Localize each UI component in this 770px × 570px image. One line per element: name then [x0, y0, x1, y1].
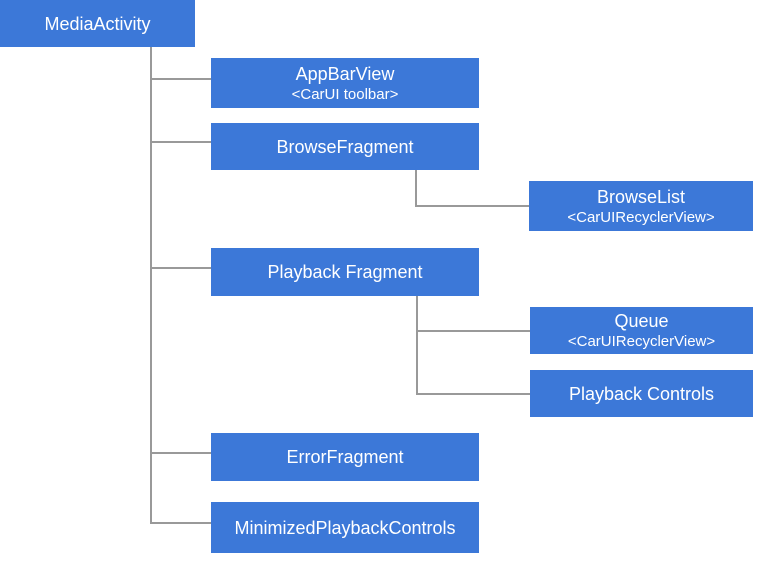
node-browse-fragment-label: BrowseFragment: [276, 136, 414, 157]
node-error-fragment-label: ErrorFragment: [286, 447, 404, 467]
node-playback-fragment: Playback Fragment: [211, 248, 479, 296]
node-error-fragment: ErrorFragment: [211, 433, 479, 481]
node-browse-list-label: BrowseList: [596, 186, 686, 207]
node-queue-label: Queue: [614, 311, 669, 331]
node-playback-fragment-label: Playback Fragment: [267, 262, 423, 282]
node-queue-sublabel: <CarUIRecyclerView>: [567, 333, 716, 350]
node-browse-fragment: BrowseFragment: [211, 123, 479, 170]
node-media-activity-label: MediaActivity: [44, 13, 151, 34]
node-queue: Queue <CarUIRecyclerView>: [530, 307, 753, 354]
node-minimized-playback-controls: MinimizedPlaybackControls: [211, 502, 479, 553]
node-playback-controls: Playback Controls: [530, 370, 753, 417]
node-app-bar-view-label: AppBarView: [295, 63, 395, 84]
node-app-bar-view-sublabel: <CarUI toolbar>: [291, 85, 399, 103]
node-media-activity: MediaActivity: [0, 0, 195, 47]
edge-browsefragment-browselist: [415, 170, 529, 207]
node-playback-controls-label: Playback Controls: [568, 383, 715, 404]
node-browse-list-sublabel: <CarUIRecyclerView>: [567, 208, 715, 226]
node-app-bar-view: AppBarView <CarUI toolbar>: [211, 58, 479, 108]
node-browse-list: BrowseList <CarUIRecyclerView>: [529, 181, 753, 231]
node-minimized-playback-controls-label: MinimizedPlaybackControls: [234, 517, 456, 538]
